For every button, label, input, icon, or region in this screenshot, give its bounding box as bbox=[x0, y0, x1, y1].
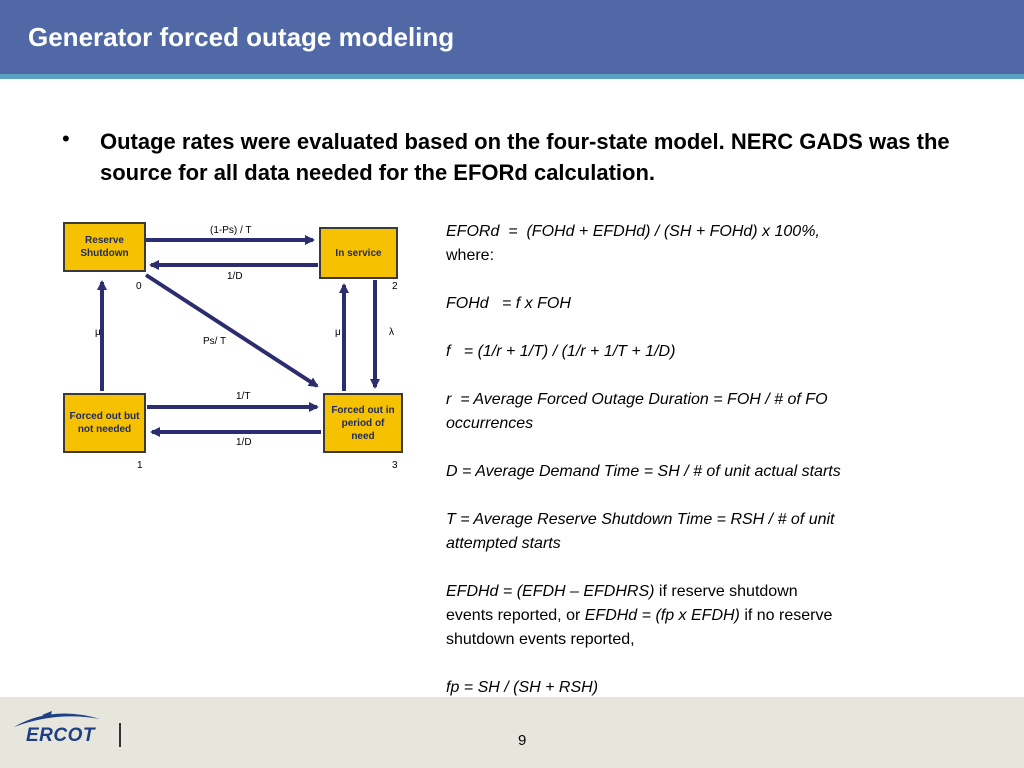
state-forced-out-period-of-need: Forced out in period of need bbox=[323, 393, 403, 453]
rate-label-reserve-to-fo3: Ps/ T bbox=[203, 336, 227, 347]
efdhd-condition-b: if no reserve bbox=[739, 607, 833, 624]
fp-formula: fp = SH / (SH + RSH) bbox=[446, 679, 599, 696]
r-definition-line1: r = Average Forced Outage Duration = FOH… bbox=[446, 391, 828, 408]
efdhd-condition-a: if reserve shutdown bbox=[654, 583, 798, 600]
where-text: where: bbox=[446, 247, 495, 264]
rate-label-fo3-to-service: μ bbox=[335, 327, 341, 338]
formula-definitions: EFORd = (FOHd + EFDHd) / (SH + FOHd) x 1… bbox=[446, 220, 1006, 700]
rate-label-service-to-reserve: 1/D bbox=[227, 271, 243, 282]
title-accent-line bbox=[0, 74, 1024, 79]
t-definition-line2: attempted starts bbox=[446, 535, 561, 552]
f-formula: f = (1/r + 1/T) / (1/r + 1/T + 1/D) bbox=[446, 343, 676, 360]
state-number-reserve: 0 bbox=[136, 281, 142, 292]
page-number: 9 bbox=[518, 732, 527, 749]
eford-formula: EFORd = (FOHd + EFDHd) / (SH + FOHd) x 1… bbox=[446, 223, 820, 240]
slide-title: Generator forced outage modeling bbox=[28, 22, 455, 52]
efdhd-line1: EFDHd = (EFDH – EFDHRS) if reserve shutd… bbox=[446, 580, 1006, 604]
state-number-fo-not-needed: 1 bbox=[137, 460, 143, 471]
title-bar: Generator forced outage modeling bbox=[0, 0, 1024, 74]
rate-label-reserve-to-service: (1-Ps) / T bbox=[210, 225, 252, 236]
r-definition-line2: occurrences bbox=[446, 415, 534, 432]
efdhd-line3: shutdown events reported, bbox=[446, 631, 635, 648]
bullet-symbol: • bbox=[62, 126, 70, 151]
efdhd-line2: events reported, or EFDHd = (fp x EFDH) … bbox=[446, 604, 1006, 628]
efdhd-formula-a: EFDHd = (EFDH – EFDHRS) bbox=[446, 583, 655, 600]
state-in-service: In service bbox=[319, 227, 398, 279]
rate-label-service-to-fo3: λ bbox=[389, 327, 394, 338]
fohd-formula: FOHd = f x FOH bbox=[446, 295, 571, 312]
rate-label-fo1-to-fo3: 1/T bbox=[236, 391, 251, 402]
state-number-fo-period-need: 3 bbox=[392, 460, 398, 471]
efdhd-text-or: events reported, or bbox=[446, 607, 585, 624]
arrow-reserve-to-fo3 bbox=[144, 273, 319, 388]
ercot-logo: ERCOT bbox=[26, 725, 95, 746]
footer-bar bbox=[0, 697, 1024, 768]
state-reserve-shutdown: Reserve Shutdown bbox=[63, 222, 146, 272]
ercot-swoosh-icon bbox=[14, 711, 100, 727]
d-definition: D = Average Demand Time = SH / # of unit… bbox=[446, 463, 841, 480]
rate-label-fo3-to-fo1: 1/D bbox=[236, 437, 252, 448]
state-forced-out-not-needed: Forced out but not needed bbox=[63, 393, 146, 453]
state-number-in-service: 2 bbox=[392, 281, 398, 292]
bullet-text: Outage rates were evaluated based on the… bbox=[100, 129, 950, 185]
rate-label-fo1-to-reserve: μ bbox=[95, 327, 101, 338]
t-definition-line1: T = Average Reserve Shutdown Time = RSH … bbox=[446, 511, 835, 528]
logo-divider bbox=[119, 723, 121, 747]
efdhd-formula-b: EFDHd = (fp x EFDH) bbox=[584, 607, 740, 624]
